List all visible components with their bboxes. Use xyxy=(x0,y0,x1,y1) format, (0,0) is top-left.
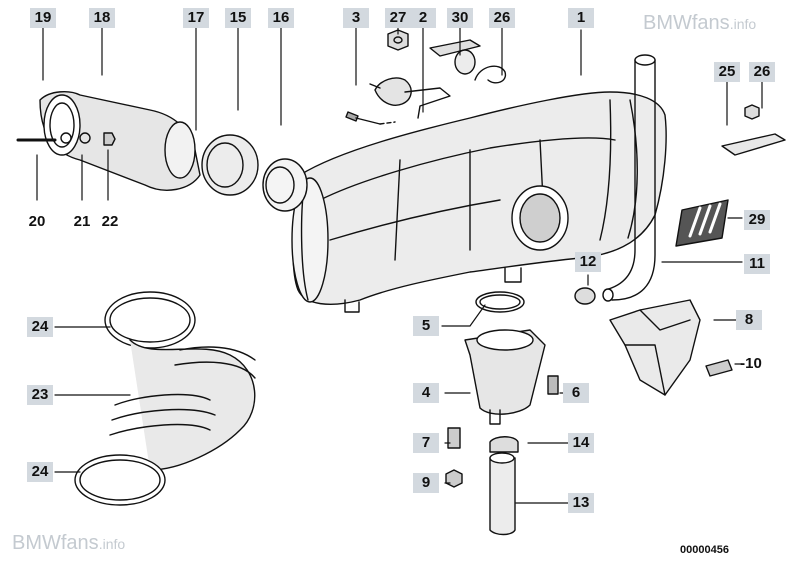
callout-20[interactable]: 20 xyxy=(28,213,46,230)
m-emblem xyxy=(675,199,729,247)
watermark-bottom: BMWfans.info xyxy=(12,532,126,554)
top-hardware xyxy=(345,29,507,125)
air-hose-lower xyxy=(74,291,256,506)
bracket-plate xyxy=(721,104,786,156)
callout-8[interactable]: 8 xyxy=(736,310,762,330)
callout-15[interactable]: 15 xyxy=(225,8,251,28)
callout-3[interactable]: 3 xyxy=(343,8,369,28)
callout-16[interactable]: 16 xyxy=(268,8,294,28)
callout-19[interactable]: 19 xyxy=(30,8,56,28)
callout-18[interactable]: 18 xyxy=(89,8,115,28)
callout-26[interactable]: 26 xyxy=(749,62,775,82)
leader-lines xyxy=(36,27,763,504)
callout-22[interactable]: 22 xyxy=(101,213,119,230)
callout-12[interactable]: 12 xyxy=(575,252,601,272)
callout-14[interactable]: 14 xyxy=(568,433,594,453)
air-boot-upper xyxy=(16,91,308,212)
callout-27[interactable]: 26 xyxy=(489,8,515,28)
drawing-number: 00000456 xyxy=(680,544,729,556)
drain-parts xyxy=(445,427,519,536)
callout-28[interactable]: 27 xyxy=(385,8,411,28)
callout-13[interactable]: 13 xyxy=(568,493,594,513)
callout-2[interactable]: 2 xyxy=(410,8,436,28)
callout-24-lower[interactable]: 24 xyxy=(27,462,53,482)
callout-10[interactable]: -10 xyxy=(740,355,762,372)
callout-29[interactable]: 29 xyxy=(744,210,770,230)
callout-23[interactable]: 23 xyxy=(27,385,53,405)
breather-tube xyxy=(602,54,656,302)
mount-bracket xyxy=(609,299,733,396)
watermark-top: BMWfans.info xyxy=(643,12,757,34)
callout-24-upper[interactable]: 24 xyxy=(27,317,53,337)
callout-21[interactable]: 21 xyxy=(73,213,91,230)
callout-4[interactable]: 4 xyxy=(413,383,439,403)
callout-11[interactable]: 11 xyxy=(744,254,770,274)
callout-5[interactable]: 5 xyxy=(413,316,439,336)
callout-6[interactable]: 6 xyxy=(563,383,589,403)
callout-30[interactable]: 30 xyxy=(447,8,473,28)
callout-1[interactable]: 1 xyxy=(568,8,594,28)
intake-housing xyxy=(291,91,667,313)
resonator-cup xyxy=(464,287,596,425)
callout-7[interactable]: 7 xyxy=(413,433,439,453)
callout-17[interactable]: 17 xyxy=(183,8,209,28)
callout-25[interactable]: 25 xyxy=(714,62,740,82)
callout-9[interactable]: 9 xyxy=(413,473,439,493)
